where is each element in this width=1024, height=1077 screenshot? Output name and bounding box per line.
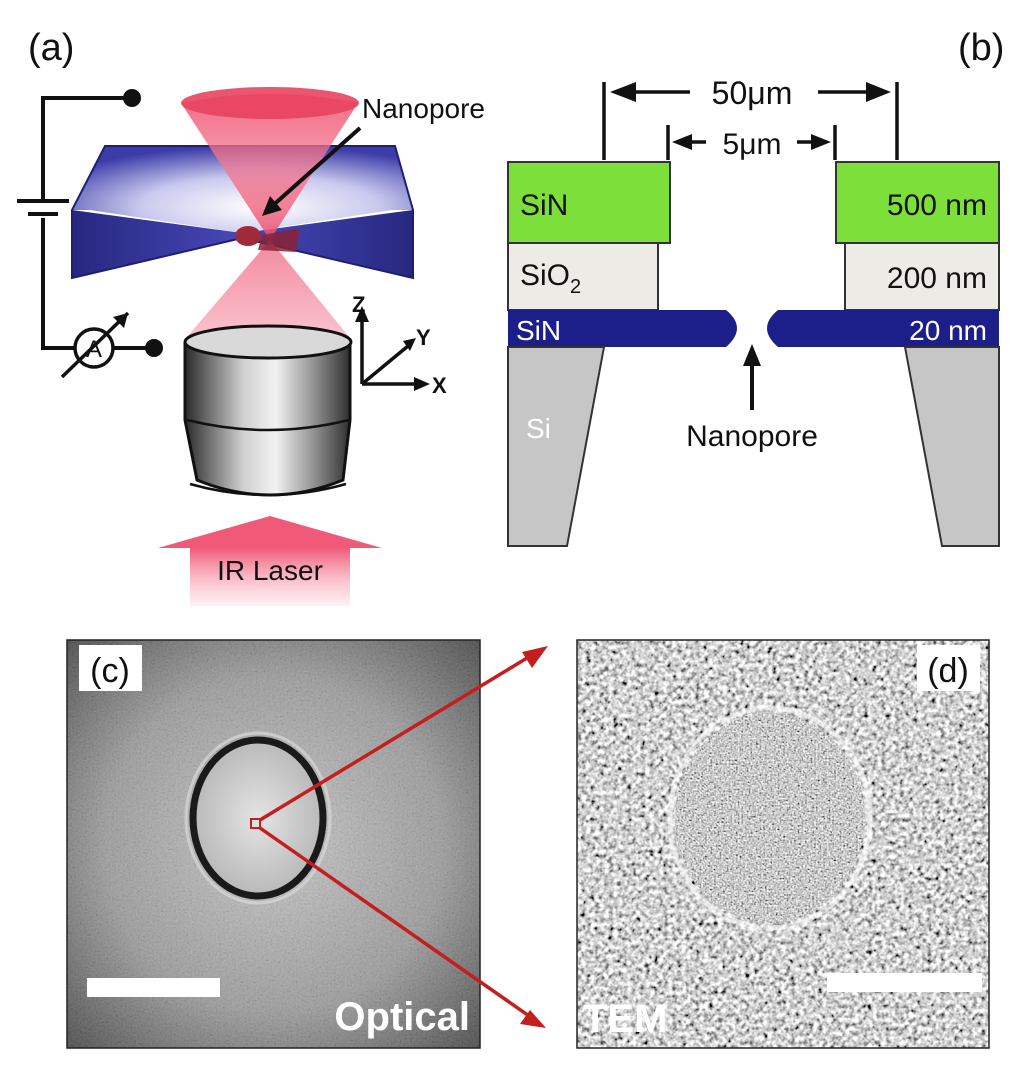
dimension-markers [602, 82, 899, 160]
nanopore-marker [235, 226, 300, 252]
panel-a: (a) A [17, 27, 485, 606]
optical-image [67, 640, 480, 1048]
si-right [903, 346, 1000, 547]
sio2-left [507, 242, 659, 311]
axis-y-label: Y [416, 325, 431, 350]
sin-membrane-thickness: 20 nm [909, 315, 987, 346]
axis-z-label: Z [352, 292, 365, 317]
sin-membrane-label: SiN [516, 315, 561, 346]
laser-label: IR Laser [217, 555, 323, 586]
callout-arrow-top [522, 646, 548, 668]
panel-d-tag: (d) [927, 652, 969, 690]
sin-top-thickness: 500 nm [887, 189, 987, 222]
axis-x-label: X [432, 373, 447, 398]
callout-arrow-bottom [520, 1010, 546, 1028]
circuit-top-wire [41, 96, 130, 200]
panel-d-tag-box [917, 645, 980, 691]
axes-icon [360, 318, 418, 386]
circuit-left-wire [41, 218, 78, 350]
sin-membrane-left [508, 310, 737, 347]
dim-inner-right-arrow [811, 134, 831, 150]
dim-inner-label: 5μm [723, 128, 782, 161]
nanopore-label-b: Nanopore [686, 420, 818, 453]
dim-outer-right-arrow [866, 82, 891, 102]
dim-outer-label: 50μm [712, 75, 793, 111]
dim-inner-left-arrow [672, 134, 692, 150]
panel-d: (d) TEM [576, 639, 990, 1049]
scale-bar-d [827, 973, 982, 992]
panel-c: (c) Optical [66, 639, 481, 1049]
caption-tem: TEM [583, 997, 667, 1041]
terminal-top [123, 89, 141, 107]
caption-optical: Optical [334, 995, 470, 1039]
panel-c-tag-box [79, 645, 142, 691]
roi-marker [250, 818, 261, 829]
ammeter-icon: A [60, 311, 130, 379]
callout-lines [258, 653, 534, 1020]
nanopore-label-a: Nanopore [362, 93, 485, 124]
axis-z-head [355, 306, 369, 322]
axis-x-head [414, 377, 430, 391]
laser-beam [181, 87, 359, 338]
terminal-bottom [145, 339, 163, 357]
sin-top-label: SiN [520, 189, 568, 222]
objective-lens-icon [183, 324, 353, 497]
nanopore-pointer-a [268, 126, 362, 210]
sio2-right [844, 242, 1000, 311]
panel-a-tag: (a) [28, 27, 74, 69]
panel-b-tag: (b) [958, 27, 1004, 69]
si-label: Si [526, 413, 551, 444]
sin-membrane-right [767, 310, 999, 347]
axis-y-head [403, 338, 416, 351]
panel-b: (b) 50μm 5μm SiN 500 nm SiO2 200 nm [507, 27, 1004, 547]
panel-c-tag: (c) [90, 652, 130, 690]
nanopore-pointer-b-head [743, 344, 761, 366]
si-left [507, 346, 606, 547]
nanopore-pointer-head [262, 196, 282, 216]
ammeter-symbol: A [86, 336, 102, 363]
ir-laser-arrow: IR Laser [158, 516, 382, 606]
sin-top-left [507, 161, 671, 244]
sio2-thickness: 200 nm [887, 262, 987, 295]
scale-bar-c [87, 978, 220, 997]
battery-icon [17, 199, 69, 216]
dim-outer-left-arrow [610, 82, 636, 102]
sio2-label: SiO2 [520, 259, 581, 298]
